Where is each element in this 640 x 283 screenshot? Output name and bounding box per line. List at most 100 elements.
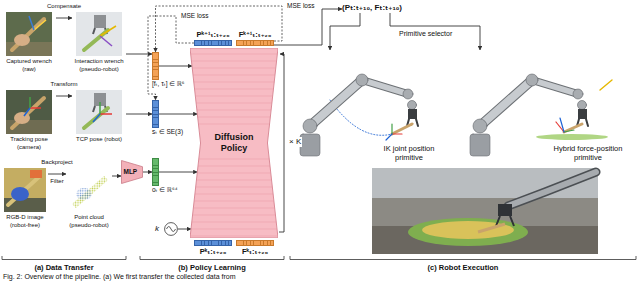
captured-wrench-photo	[29, 16, 34, 30]
hourglass-shape	[190, 54, 278, 236]
primitive-panel: Hybrid force-position primitive	[450, 50, 636, 162]
loss-connector	[156, 6, 283, 52]
hybrid-robot-arm	[470, 74, 612, 156]
section-title: (a) Data Transfer	[33, 263, 94, 272]
edge-label: Compensate	[46, 3, 82, 11]
node-label: MLP	[121, 168, 140, 176]
tcp-pose-render	[100, 113, 112, 115]
point-cloud	[72, 176, 108, 208]
flow-arrow	[56, 96, 72, 97]
node-label: sₜ ∈ SE(3)	[152, 128, 183, 136]
hybrid-robot-arm	[560, 118, 564, 132]
flow-arrow	[126, 114, 152, 115]
hourglass-shape	[190, 194, 278, 195]
tcp-pose-render	[76, 90, 122, 134]
image-panel: Tracking pose (camera)	[2, 90, 56, 154]
flow-arrow	[274, 9, 342, 45]
node-label: Diffusion Policy	[202, 132, 266, 154]
interaction-wrench-render	[76, 12, 122, 56]
interaction-wrench-render	[100, 26, 116, 36]
hybrid-robot-arm	[564, 130, 574, 132]
section-title: (b) Policy Learning	[177, 263, 247, 272]
real-robot-photo	[478, 224, 505, 232]
annotation-label: Filter	[49, 178, 64, 186]
point-cloud	[76, 188, 92, 200]
loss-connector	[148, 16, 194, 100]
ik-robot-arm	[310, 80, 362, 126]
hourglass-shape	[190, 103, 278, 104]
ik-robot-arm	[300, 74, 418, 156]
captured-wrench-photo	[34, 20, 46, 30]
hybrid-robot-arm	[480, 80, 532, 126]
edge-label: Backproject	[40, 159, 73, 167]
annotation-label: Primitive selector	[398, 30, 453, 39]
hybrid-robot-arm	[532, 80, 578, 94]
hourglass-shape	[190, 187, 278, 188]
hourglass-shape	[190, 166, 278, 167]
image-panel: Point cloud (pseudo-robot)	[66, 168, 112, 232]
hourglass-shape	[190, 68, 278, 69]
tracking-pose-photo	[6, 90, 52, 134]
ik-robot-arm	[300, 134, 320, 156]
real-robot-photo	[498, 204, 512, 216]
iteration-loop-arrow	[279, 54, 284, 232]
hourglass-shape	[190, 180, 278, 181]
hourglass-shape	[190, 124, 278, 125]
real-robot-photo	[508, 172, 596, 206]
captured-wrench-photo	[6, 12, 52, 56]
hybrid-robot-arm	[578, 101, 587, 110]
flow-arrow	[126, 54, 152, 55]
ik-robot-arm	[362, 80, 408, 94]
ik-robot-arm	[403, 89, 413, 99]
image-panel: Interaction wrench (pseudo-robot)	[72, 12, 126, 76]
hybrid-robot-arm	[480, 80, 532, 126]
node-label: Pᵏ⁺¹ₜ:ₜ₊₂₀	[196, 30, 229, 39]
hourglass-shape	[190, 215, 278, 216]
ik-robot-arm	[408, 109, 417, 119]
hourglass-shape	[190, 201, 278, 202]
node-label: Fᵏₜ:ₜ₊₂₀	[242, 247, 268, 256]
flow-arrow	[56, 18, 72, 19]
sinusoid-circle	[164, 222, 178, 236]
tracking-pose-photo	[12, 98, 44, 128]
rgbd-photo	[11, 187, 29, 201]
mlp-shape	[122, 161, 143, 184]
captured-wrench-photo	[14, 34, 30, 46]
node-label: k	[155, 222, 159, 236]
timestep-embedding: k	[164, 222, 178, 236]
hourglass-shape	[190, 48, 278, 238]
figure-caption: Fig. 2: Overview of the pipeline. (a) We…	[2, 273, 237, 282]
sinusoid-circle	[165, 223, 178, 236]
hybrid-robot-arm	[600, 80, 612, 90]
feature-vector: Fᵏₜ:ₜ₊₂₀	[236, 240, 274, 246]
flow-arrow	[143, 172, 152, 173]
diffusion-policy-block: Diffusion Policy	[190, 48, 278, 238]
feature-vector: oₜ ∈ ℝ⁶⁴	[152, 158, 159, 186]
node-label: Pᵏₜ:ₜ₊₂₀	[200, 247, 227, 256]
flow-arrow	[159, 172, 197, 173]
tracking-pose-photo	[14, 112, 30, 124]
flow-arrow	[159, 66, 192, 67]
action-output: (Pₜ:ₜ₊₁₀, Fₜ:ₜ₊₁₀)	[342, 2, 402, 13]
rgbd-photo	[30, 170, 42, 178]
node-label: (Pₜ:ₜ₊₁₀, Fₜ:ₜ₊₁₀)	[342, 2, 402, 13]
captured-wrench-photo	[12, 19, 44, 50]
hourglass-shape	[190, 173, 278, 174]
section-title: (c) Robot Execution	[427, 263, 500, 272]
flow-arrow	[178, 229, 191, 230]
interaction-wrench-render	[94, 15, 106, 28]
tcp-pose-render	[84, 108, 108, 128]
flow-arrow	[48, 174, 66, 175]
hybrid-robot-arm	[526, 74, 538, 86]
hourglass-shape	[190, 222, 278, 223]
node-label: Interaction wrench (pseudo-robot)	[72, 58, 126, 73]
real-robot-photo	[372, 168, 598, 254]
section-bracket	[290, 256, 636, 260]
real-robot-photo	[372, 168, 598, 254]
primitive-panel: IK joint position primitive	[292, 50, 444, 162]
hybrid-robot-arm	[470, 134, 490, 156]
hourglass-shape	[190, 54, 278, 55]
hourglass-shape	[190, 236, 278, 237]
